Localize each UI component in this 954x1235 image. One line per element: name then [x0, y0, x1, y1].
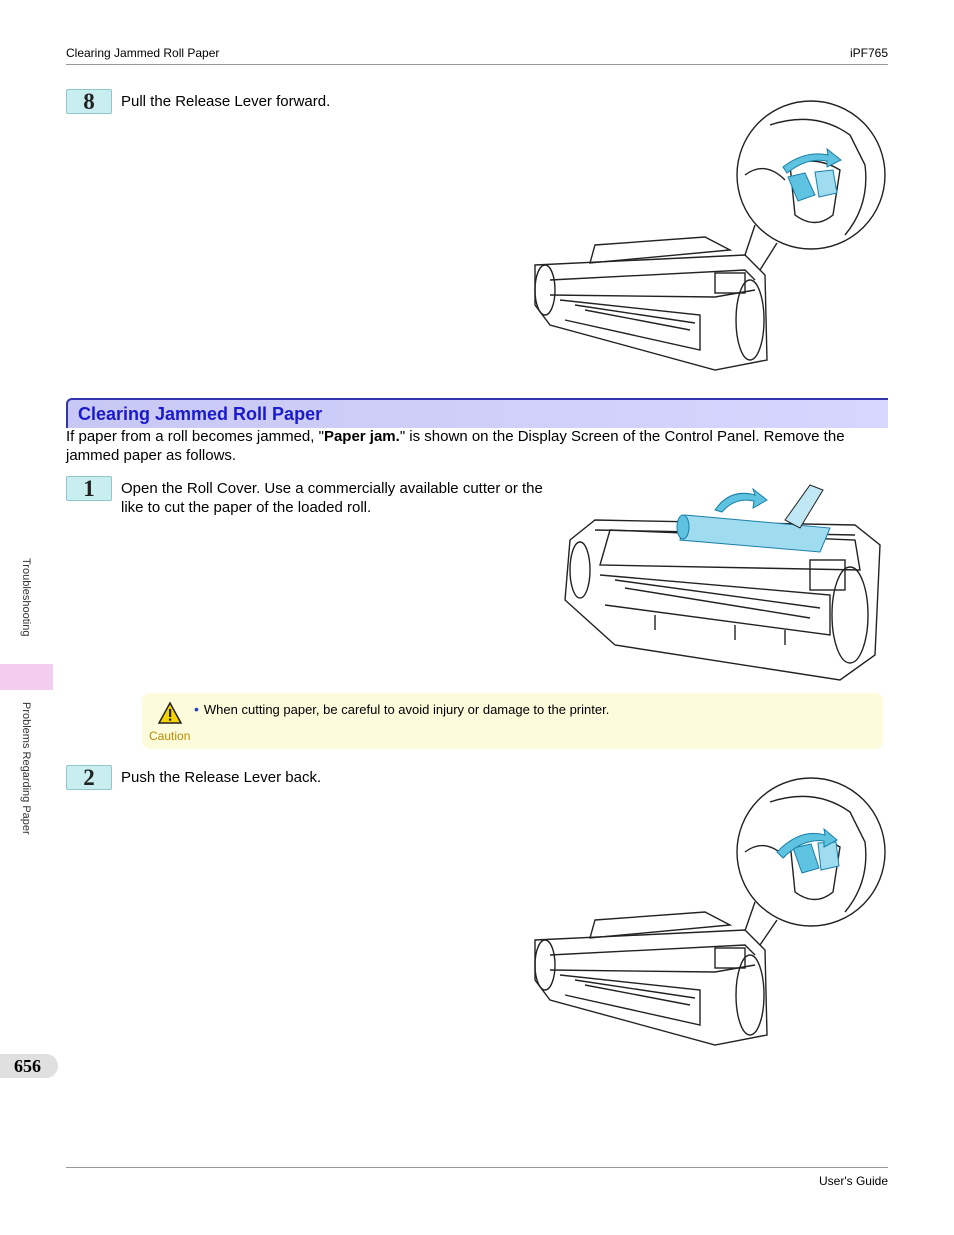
- printer-release-lever-back-illustration: [534, 777, 886, 1046]
- warning-triangle-icon: [157, 701, 183, 724]
- side-tab-marker: [0, 664, 53, 690]
- caution-text: When cutting paper, be careful to avoid …: [203, 702, 610, 717]
- caution-text-item: • When cutting paper, be careful to avoid…: [194, 701, 609, 717]
- step-text: Open the Roll Cover. Use a commercially …: [121, 480, 543, 516]
- step-number-badge: 8: [66, 89, 112, 114]
- header-divider: [66, 64, 888, 65]
- footer-divider: [66, 1167, 888, 1168]
- intro-text-continued: " is shown on the Display Screen of the …: [66, 428, 845, 464]
- bullet-icon: •: [194, 701, 199, 717]
- caution-box: [142, 693, 883, 749]
- side-tab-problems-regarding-paper[interactable]: Problems Regarding Paper: [20, 702, 32, 835]
- running-footer: User's Guide: [819, 1174, 888, 1188]
- intro-text: If paper from a roll becomes jammed, ": [66, 428, 324, 445]
- caution-label: Caution: [149, 729, 191, 743]
- printer-release-lever-forward-illustration: [534, 100, 886, 371]
- step-number-badge: 2: [66, 765, 112, 790]
- page-number: 656: [14, 1056, 41, 1076]
- step-text: Push the Release Lever back.: [121, 769, 322, 786]
- running-header-model: iPF765: [849, 46, 888, 60]
- step-text: Pull the Release Lever forward.: [121, 93, 331, 110]
- side-tab-troubleshooting[interactable]: Troubleshooting: [20, 558, 32, 637]
- printer-roll-cover-open-illustration: [564, 484, 881, 681]
- section-intro: If paper from a roll becomes jammed, "Pa…: [66, 427, 888, 465]
- step-number-badge: 1: [66, 476, 112, 501]
- section-heading-bar: Clearing Jammed Roll Paper: [66, 398, 888, 428]
- page-number-box: 656: [0, 1054, 58, 1078]
- running-header-title: Clearing Jammed Roll Paper: [66, 46, 220, 60]
- intro-message-bold: Paper jam.: [323, 428, 400, 445]
- section-title: Clearing Jammed Roll Paper: [78, 404, 323, 424]
